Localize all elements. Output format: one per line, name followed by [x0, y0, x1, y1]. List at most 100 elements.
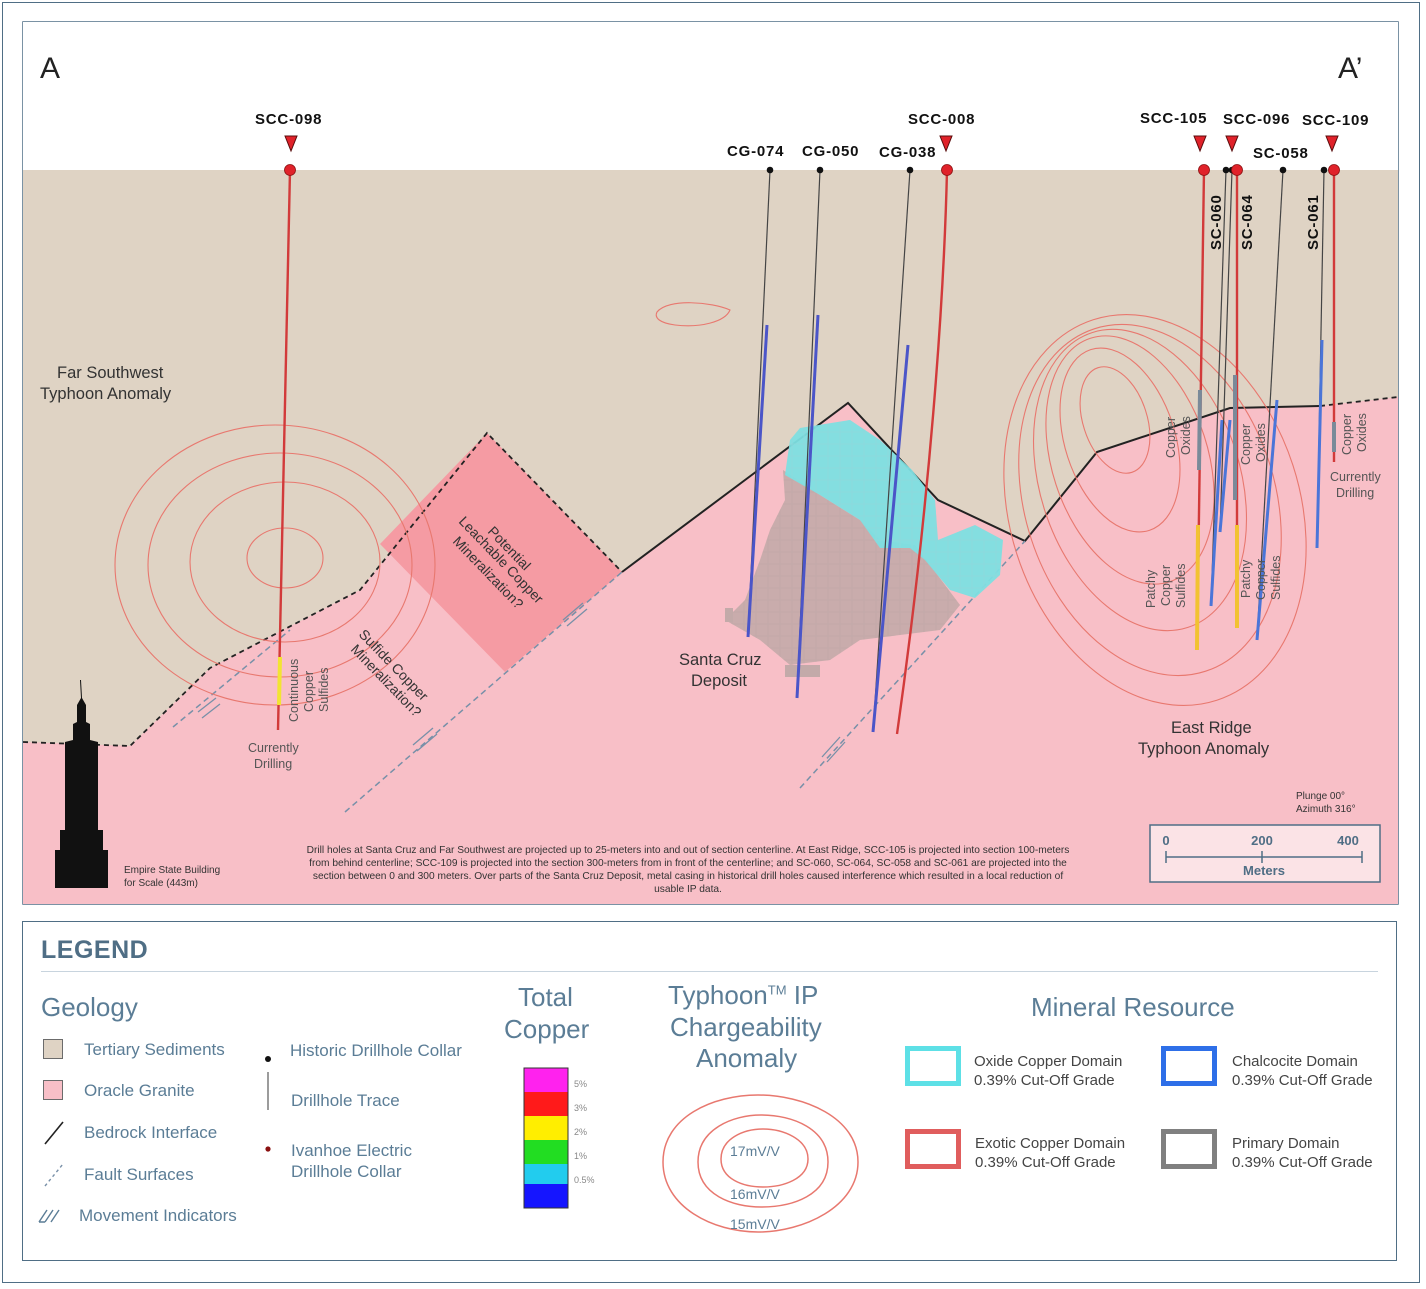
far-southwest-label-l1: Far Southwest [57, 364, 164, 382]
ip-contour-16: 16mV/V [730, 1186, 780, 1202]
scale-tick-200: 200 [1251, 833, 1273, 848]
chalcocite-domain-label-l1: Chalcocite Domain [1232, 1053, 1358, 1070]
currently-drilling-2-l1: Currently [1330, 470, 1381, 484]
total-copper-heading-l1: Total [518, 982, 573, 1012]
primary-domain-label-l2: 0.39% Cut-Off Grade [1232, 1154, 1373, 1171]
continuous-label-l1: Continuous [287, 659, 301, 722]
note-line-1: Drill holes at Santa Cruz and Far Southw… [307, 845, 1070, 856]
mineral-resource-heading: Mineral Resource [1031, 992, 1235, 1022]
oracle-granite-area [23, 397, 1398, 904]
hole-label-scc-105[interactable]: SCC-105 [1140, 110, 1207, 127]
hole-label-scc-098[interactable]: SCC-098 [255, 111, 322, 128]
fault-surface-1 [172, 629, 291, 728]
small-anomaly-contour [655, 302, 731, 327]
copper-oxides-2-l1: Copper [1239, 424, 1253, 465]
hole-label-cg-074[interactable]: CG-074 [727, 143, 784, 160]
copper-oxides-1-l2: Oxides [1179, 416, 1193, 455]
typhoon-heading-l1: TyphoonTM IP [668, 980, 819, 1010]
colorbar-label-5: 5% [574, 1079, 588, 1089]
exotic-domain-swatch [905, 1129, 961, 1169]
tertiary-swatch [43, 1039, 63, 1059]
scale-unit: Meters [1243, 863, 1285, 878]
hole-label-cg-050[interactable]: CG-050 [802, 143, 859, 160]
patchy-2-l1: Patchy [1239, 559, 1253, 598]
continuous-label-l3: Sulfides [317, 668, 331, 712]
hole-label-sc-060[interactable]: SC-060 [1208, 194, 1225, 250]
note-line-3: section between 0 and 300 meters. Over p… [313, 871, 1063, 882]
legend-title: LEGEND [41, 936, 149, 964]
oxide-domain-swatch [905, 1046, 961, 1086]
fault-label: Fault Surfaces [84, 1165, 194, 1184]
oxide-domain-label-l2: 0.39% Cut-Off Grade [974, 1072, 1115, 1089]
chalcocite-domain-label-l2: 0.39% Cut-Off Grade [1232, 1072, 1373, 1089]
note-line-2: from behind centerline; SCC-109 is proje… [309, 858, 1067, 869]
oxide-domain-label-l1: Oxide Copper Domain [974, 1053, 1123, 1070]
santa-cruz-label-l2: Deposit [691, 672, 747, 690]
movement-label: Movement Indicators [79, 1206, 237, 1225]
plunge-label: Plunge 00° [1296, 791, 1345, 802]
currently-drilling-1-l1: Currently [248, 741, 299, 755]
hole-label-scc-109[interactable]: SCC-109 [1302, 112, 1369, 129]
continuous-label-l2: Copper [302, 671, 316, 712]
scale-tick-0: 0 [1162, 833, 1169, 848]
legend-divider [41, 971, 1378, 972]
ivanhoe-collars [284, 164, 1340, 176]
leachable-zone [380, 433, 622, 672]
copper-oxides-3-l1: Copper [1340, 414, 1354, 455]
geology-heading: Geology [41, 992, 138, 1022]
primary-domain-label-l1: Primary Domain [1232, 1135, 1340, 1152]
east-ridge-anomaly-contours [1003, 314, 1307, 706]
scale-tick-400: 400 [1337, 833, 1359, 848]
copper-colorbar [523, 1067, 569, 1209]
fault-surface-3 [799, 540, 1026, 789]
east-ridge-label-l2: Typhoon Anomaly [1138, 740, 1270, 758]
fsw-anomaly-contours [114, 424, 436, 706]
section-label-a-prime: A’ [1338, 52, 1362, 85]
bedrock-label: Bedrock Interface [84, 1123, 218, 1142]
ivanhoe-label-l2: Drillhole Collar [291, 1162, 402, 1181]
movement-indicators [197, 602, 846, 763]
historic-collar-label: Historic Drillhole Collar [290, 1041, 462, 1060]
hole-label-sc-061[interactable]: SC-061 [1305, 194, 1322, 250]
movement-indicator-icon [38, 1209, 60, 1223]
copper-oxides-2-l2: Oxides [1254, 423, 1268, 462]
colorbar-label-3: 3% [574, 1103, 588, 1113]
exotic-domain-label-l1: Exotic Copper Domain [975, 1135, 1126, 1152]
currently-drilling-1-l2: Drilling [254, 757, 292, 771]
total-copper-heading-l2: Copper [504, 1014, 590, 1044]
ivanhoe-collar-icon [265, 1146, 271, 1152]
drillhole-traces [276, 169, 1336, 735]
empire-label-l2: for Scale (443m) [124, 878, 198, 889]
azimuth-label: Azimuth 316° [1296, 804, 1356, 815]
primary-domain-swatch [1161, 1129, 1217, 1169]
empire-state-building [55, 680, 108, 888]
hole-label-sc-064[interactable]: SC-064 [1239, 194, 1256, 250]
patchy-1-l2: Copper [1159, 565, 1173, 606]
ivanhoe-label-l1: Ivanhoe Electric [291, 1141, 412, 1160]
historic-collar-icon [265, 1056, 271, 1062]
patchy-2-l3: Sulfides [1269, 556, 1283, 600]
empire-label-l1: Empire State Building [124, 865, 220, 876]
hole-label-cg-038[interactable]: CG-038 [879, 144, 936, 161]
typhoon-heading-l2: Chargeability [670, 1012, 822, 1042]
fault-surface-2 [344, 571, 623, 813]
hole-label-scc-096[interactable]: SCC-096 [1223, 111, 1290, 128]
note-line-4: usable IP data. [654, 884, 722, 895]
tertiary-label: Tertiary Sediments [84, 1040, 225, 1059]
granite-label: Oracle Granite [84, 1081, 195, 1100]
ip-contour-17: 17mV/V [730, 1143, 780, 1159]
trace-label: Drillhole Trace [291, 1091, 400, 1110]
colorbar-label-05: 0.5% [574, 1175, 595, 1185]
legend-panel: LEGEND Geology Tertiary Sediments Oracle… [22, 921, 1397, 1261]
hole-label-scc-008[interactable]: SCC-008 [908, 111, 975, 128]
cross-section: A A’ SCC-098 CG-074 CG-050 CG-038 SCC-00… [22, 21, 1399, 905]
patchy-1-l1: Patchy [1144, 569, 1158, 608]
typhoon-heading-l3: Anomaly [696, 1043, 798, 1073]
drillhole-trace-icon [267, 1072, 269, 1110]
section-label-a: A [40, 52, 60, 85]
hole-label-sc-058[interactable]: SC-058 [1253, 145, 1309, 162]
currently-drilling-2-l2: Drilling [1336, 486, 1374, 500]
bedrock-line-icon [44, 1121, 64, 1145]
copper-oxides-3-l2: Oxides [1355, 413, 1369, 452]
